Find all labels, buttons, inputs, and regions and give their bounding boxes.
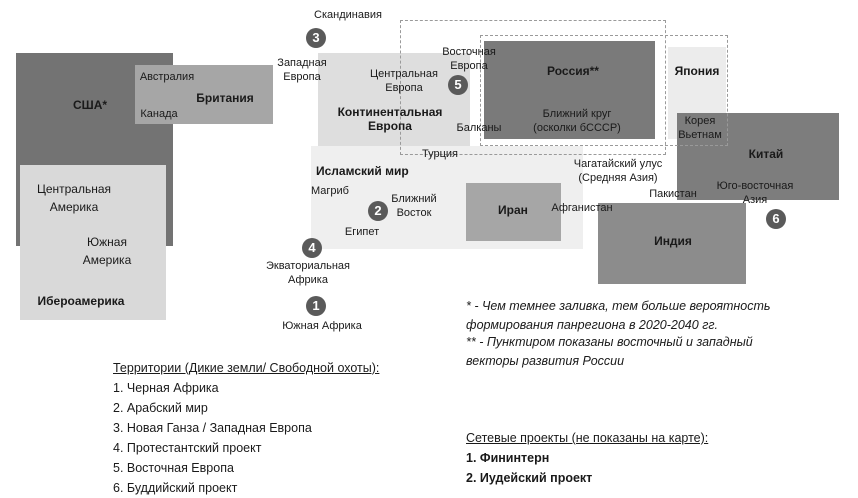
china-label: Китай xyxy=(748,147,784,161)
legend-note-4: векторы развития России xyxy=(466,354,625,368)
scandinavia-label: Скандинавия xyxy=(314,9,382,21)
usa-label: США* xyxy=(72,98,108,112)
territory-item: 3. Новая Ганза / Западная Европа xyxy=(113,421,312,435)
turkey-label: Турция xyxy=(422,148,458,160)
territories-list: Территории (Дикие земли/ Свободной охоты… xyxy=(113,358,379,498)
network-item: 1. Фининтерн xyxy=(466,451,550,465)
india-label: Индия xyxy=(654,234,692,248)
iran-label: Иран xyxy=(498,203,528,217)
marker-1: 1 xyxy=(306,296,326,316)
network-projects-list: Сетевые проекты (не показаны на карте): … xyxy=(466,428,708,488)
territory-item: 4. Протестантский проект xyxy=(113,441,262,455)
central-america-label: Центральная Америка xyxy=(36,182,112,214)
china-box xyxy=(677,113,839,200)
continental-europe-label: Континентальная Европа xyxy=(337,105,443,133)
korea-vietnam-label: Корея Вьетнам xyxy=(678,115,722,141)
network-item: 2. Иудейский проект xyxy=(466,471,593,485)
iran-box xyxy=(466,183,561,241)
continental-europe-box xyxy=(318,53,470,146)
territory-item: 1. Черная Африка xyxy=(113,381,219,395)
marker-6: 6 xyxy=(766,209,786,229)
central-europe-label: Центральная Европа xyxy=(370,68,438,94)
south-africa-label: Южная Африка xyxy=(282,320,362,332)
iberoamerica-label: Ибероамерика xyxy=(37,294,125,308)
legend-note-2: формирования панрегиона в 2020-2040 гг. xyxy=(466,318,718,332)
iberoamerica-box xyxy=(20,165,166,320)
balkans-label: Балканы xyxy=(456,122,502,134)
territory-item: 5. Восточная Европа xyxy=(113,461,234,475)
southeast-asia-label: Юго-восточная Азия xyxy=(716,180,794,206)
britain-box xyxy=(135,65,273,124)
britain-label: Британия xyxy=(196,91,254,105)
islamic-world-label: Исламский мир xyxy=(316,164,409,178)
russia-west-vector xyxy=(400,20,666,155)
legend-note-3: ** - Пунктиром показаны восточный и запа… xyxy=(466,335,753,349)
eastern-europe-label: Восточная Европа xyxy=(442,46,496,72)
russia-label: Россия** xyxy=(547,64,599,78)
japan-label: Япония xyxy=(674,64,720,78)
egypt-label: Египет xyxy=(344,226,380,238)
near-circle-label: Ближний круг (осколки бСССР) xyxy=(533,108,621,134)
russia-east-vector xyxy=(480,35,728,146)
india-box xyxy=(598,203,746,284)
near-east-label: Ближний Восток xyxy=(391,193,437,219)
equatorial-africa-label: Экваториальная Африка xyxy=(265,260,351,286)
maghreb-label: Магриб xyxy=(311,185,349,197)
territory-item: 2. Арабский мир xyxy=(113,401,208,415)
pakistan-label: Пакистан xyxy=(649,188,697,200)
afghanistan-label: Афганистан xyxy=(551,202,613,214)
western-europe-label: Западная Европа xyxy=(277,57,327,83)
south-america-label: Южная Америка xyxy=(82,235,132,267)
russia-box xyxy=(484,41,655,139)
chagatai-label: Чагатайский улус (Средняя Азия) xyxy=(573,158,663,184)
canada-label: Канада xyxy=(140,108,178,120)
legend-note-1: * - Чем темнее заливка, тем больше вероя… xyxy=(466,299,771,313)
territory-item: 6. Буддийский проект xyxy=(113,481,238,495)
network-title: Сетевые проекты (не показаны на карте): xyxy=(466,431,709,445)
marker-5: 5 xyxy=(448,75,468,95)
territories-title: Территории (Дикие земли/ Свободной охоты… xyxy=(113,361,380,375)
marker-4: 4 xyxy=(302,238,322,258)
australia-label: Австралия xyxy=(139,71,195,83)
marker-3: 3 xyxy=(306,28,326,48)
marker-2: 2 xyxy=(368,201,388,221)
